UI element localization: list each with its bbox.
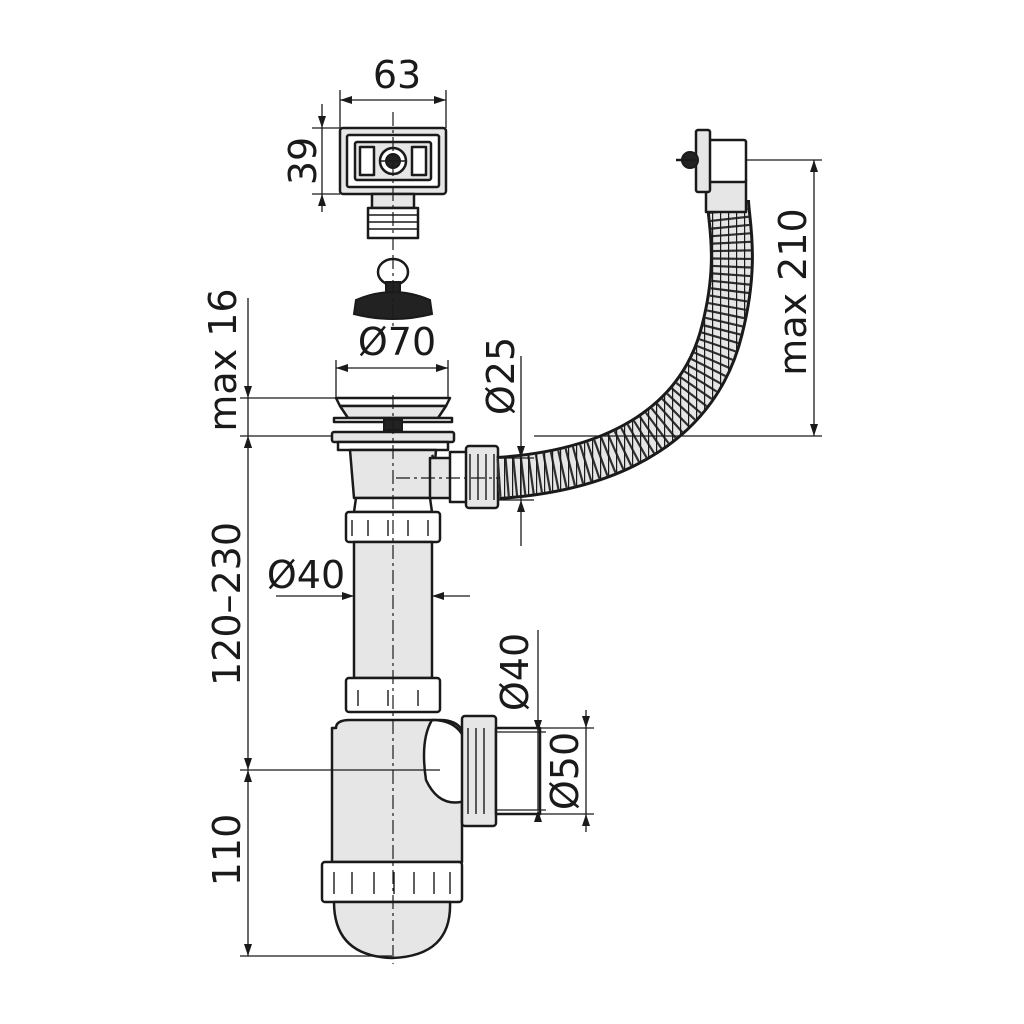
plug-stopper xyxy=(352,255,434,330)
overflow-hose xyxy=(496,128,754,500)
max-plug-label: max 16 xyxy=(201,288,245,431)
overflow-head xyxy=(338,112,448,250)
max-hose-label: max 210 xyxy=(771,208,815,375)
height-range-dimension xyxy=(240,436,440,771)
overflow-width-dimension xyxy=(339,90,447,128)
outlet-outer-label: Ø50 xyxy=(543,732,587,810)
pipe-diameter-label: Ø40 xyxy=(267,553,345,597)
outlet-outer-dimension xyxy=(540,710,594,832)
pipe-diameter-dimension xyxy=(276,592,470,600)
trap-depth-label: 110 xyxy=(205,814,249,887)
strainer-diameter-label: Ø70 xyxy=(358,320,436,364)
hose-diameter-dimension xyxy=(498,356,534,546)
outlet-inner-label: Ø40 xyxy=(493,633,537,711)
trap-bottle xyxy=(320,714,542,960)
max-plug-dimension xyxy=(240,298,336,448)
height-range-label: 120–230 xyxy=(205,522,249,686)
hose-diameter-label: Ø25 xyxy=(479,337,523,415)
strainer-diameter-dimension xyxy=(335,360,449,398)
overflow-height-label: 39 xyxy=(281,137,325,185)
overflow-width-label: 63 xyxy=(373,53,421,97)
max-hose-dimension xyxy=(534,159,822,437)
overflow-height-dimension xyxy=(312,104,340,212)
trap-depth-dimension xyxy=(240,770,392,957)
strainer-assembly xyxy=(330,396,500,514)
outlet-inner-dimension xyxy=(496,630,546,822)
